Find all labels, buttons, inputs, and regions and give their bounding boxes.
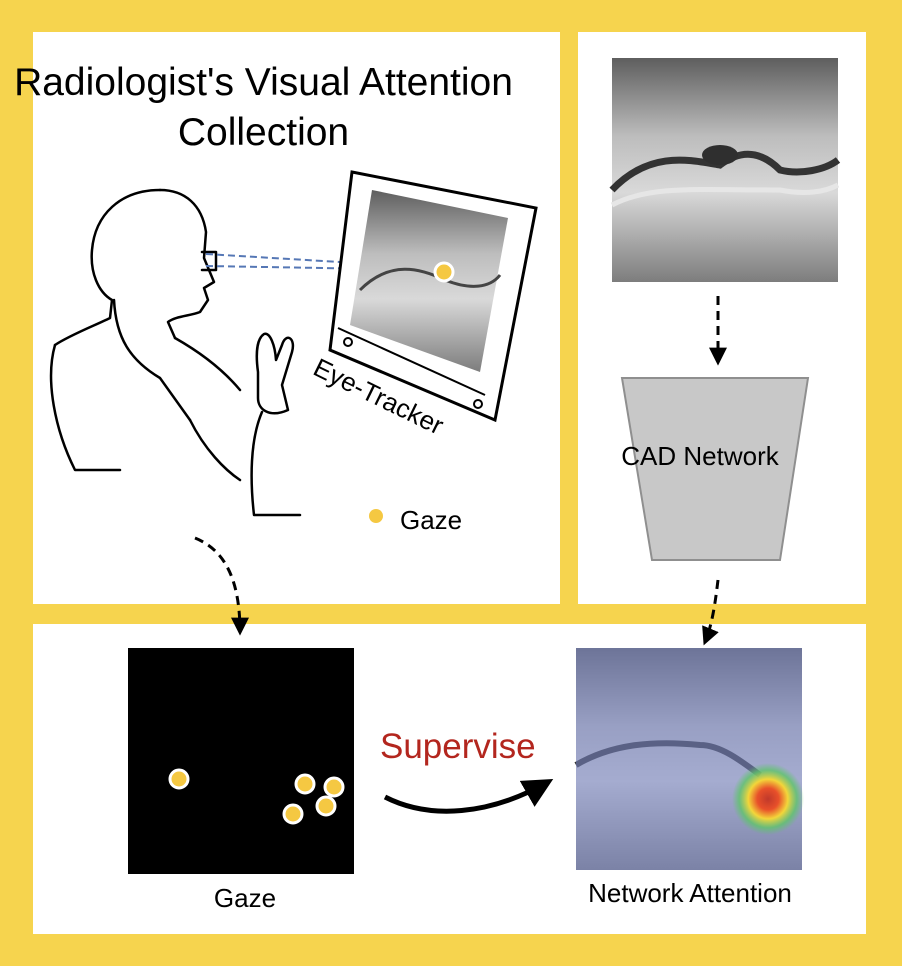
gaze-point xyxy=(315,795,337,817)
gaze-point xyxy=(323,776,345,798)
gaze-point xyxy=(294,773,316,795)
attention-hotspot xyxy=(732,763,804,835)
cad-network-trapezoid xyxy=(620,377,810,561)
gaze-legend-dot xyxy=(369,509,383,523)
supervise-arrow xyxy=(383,779,554,814)
cad-network-label: CAD Network xyxy=(621,441,779,471)
eye-tracker-monitor xyxy=(328,170,538,423)
gaze-map-caption: Gaze xyxy=(213,883,277,913)
cad-to-attention-arrow xyxy=(702,579,720,646)
radiologist-to-gaze-arrow xyxy=(194,536,249,636)
gaze-point xyxy=(168,768,190,790)
gaze-point xyxy=(282,803,304,825)
knee-xray-image xyxy=(609,58,841,282)
gaze-point-on-monitor xyxy=(433,261,455,283)
sight-lines xyxy=(205,253,441,271)
network-attention-map xyxy=(574,648,804,870)
gaze-map xyxy=(128,648,354,874)
gaze-legend-label: Gaze xyxy=(400,505,463,535)
network-attention-caption: Network Attention xyxy=(588,878,792,908)
radiologist-figure xyxy=(49,188,302,517)
supervise-label: Supervise xyxy=(380,727,536,766)
collection-title: Radiologist's Visual Attention Collectio… xyxy=(14,61,513,154)
